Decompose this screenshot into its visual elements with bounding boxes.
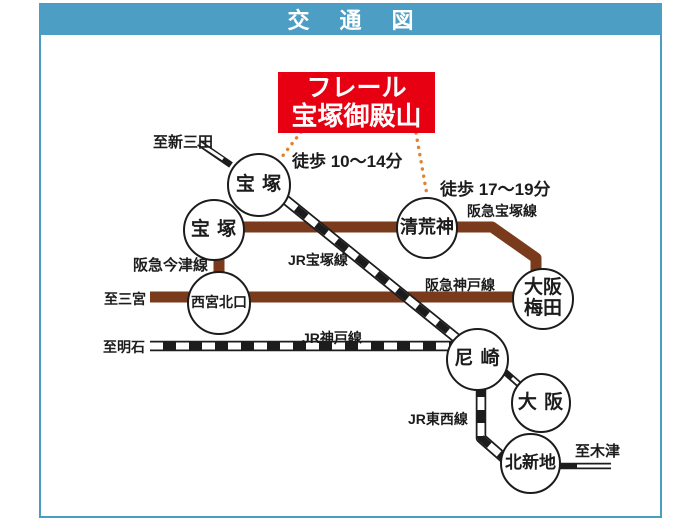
direction-label-sannomiya: 至三宮 <box>104 291 146 307</box>
property-name-line2: 宝塚御殿山 <box>291 100 422 131</box>
line-label-hankyu-takarazuka: 阪急宝塚線 <box>467 203 537 219</box>
direction-label-kizu: 至木津 <box>575 443 621 460</box>
line-label-hankyu-kobe: 阪急神戸線 <box>425 277 495 293</box>
line-label-jr-takarazuka: JR宝塚線 <box>288 252 348 268</box>
spur-shin-sanda <box>197 140 233 168</box>
station-kiyoshikojin: 清荒神 <box>396 197 458 259</box>
property-banner: フレール 宝塚御殿山 <box>278 72 435 133</box>
line-label-jr-tozai: JR東西線 <box>408 411 468 427</box>
station-amagasaki: 尼 崎 <box>446 328 509 391</box>
station-nishinomiya-kitaguchi: 西宮北口 <box>187 271 251 335</box>
jr-tozai-line <box>475 384 509 463</box>
direction-label-shin-sanda: 至新三田 <box>153 134 214 151</box>
line-label-jr-kobe: JR神戸線 <box>302 330 362 346</box>
property-name-line1: フレール <box>306 73 407 102</box>
walk-dotted-line-kiyoshikojin <box>414 131 429 197</box>
walk-note-takarazuka: 徒歩 10～14分 <box>292 152 403 171</box>
page-title: 交 通 図 <box>39 3 662 35</box>
station-kitashinchi: 北新地 <box>500 433 561 494</box>
line-label-hankyu-imazu: 阪急今津線 <box>133 257 209 274</box>
station-osaka: 大 阪 <box>511 373 571 433</box>
station-osaka-umeda: 大阪 梅田 <box>512 268 574 330</box>
jr-takarazuka-line <box>272 187 464 346</box>
walk-note-kiyoshikojin: 徒歩 17～19分 <box>440 180 551 199</box>
direction-label-akashi: 至明石 <box>103 339 145 355</box>
station-takarazuka-hankyu: 宝 塚 <box>183 199 245 261</box>
station-takarazuka-jr: 宝 塚 <box>227 153 291 217</box>
